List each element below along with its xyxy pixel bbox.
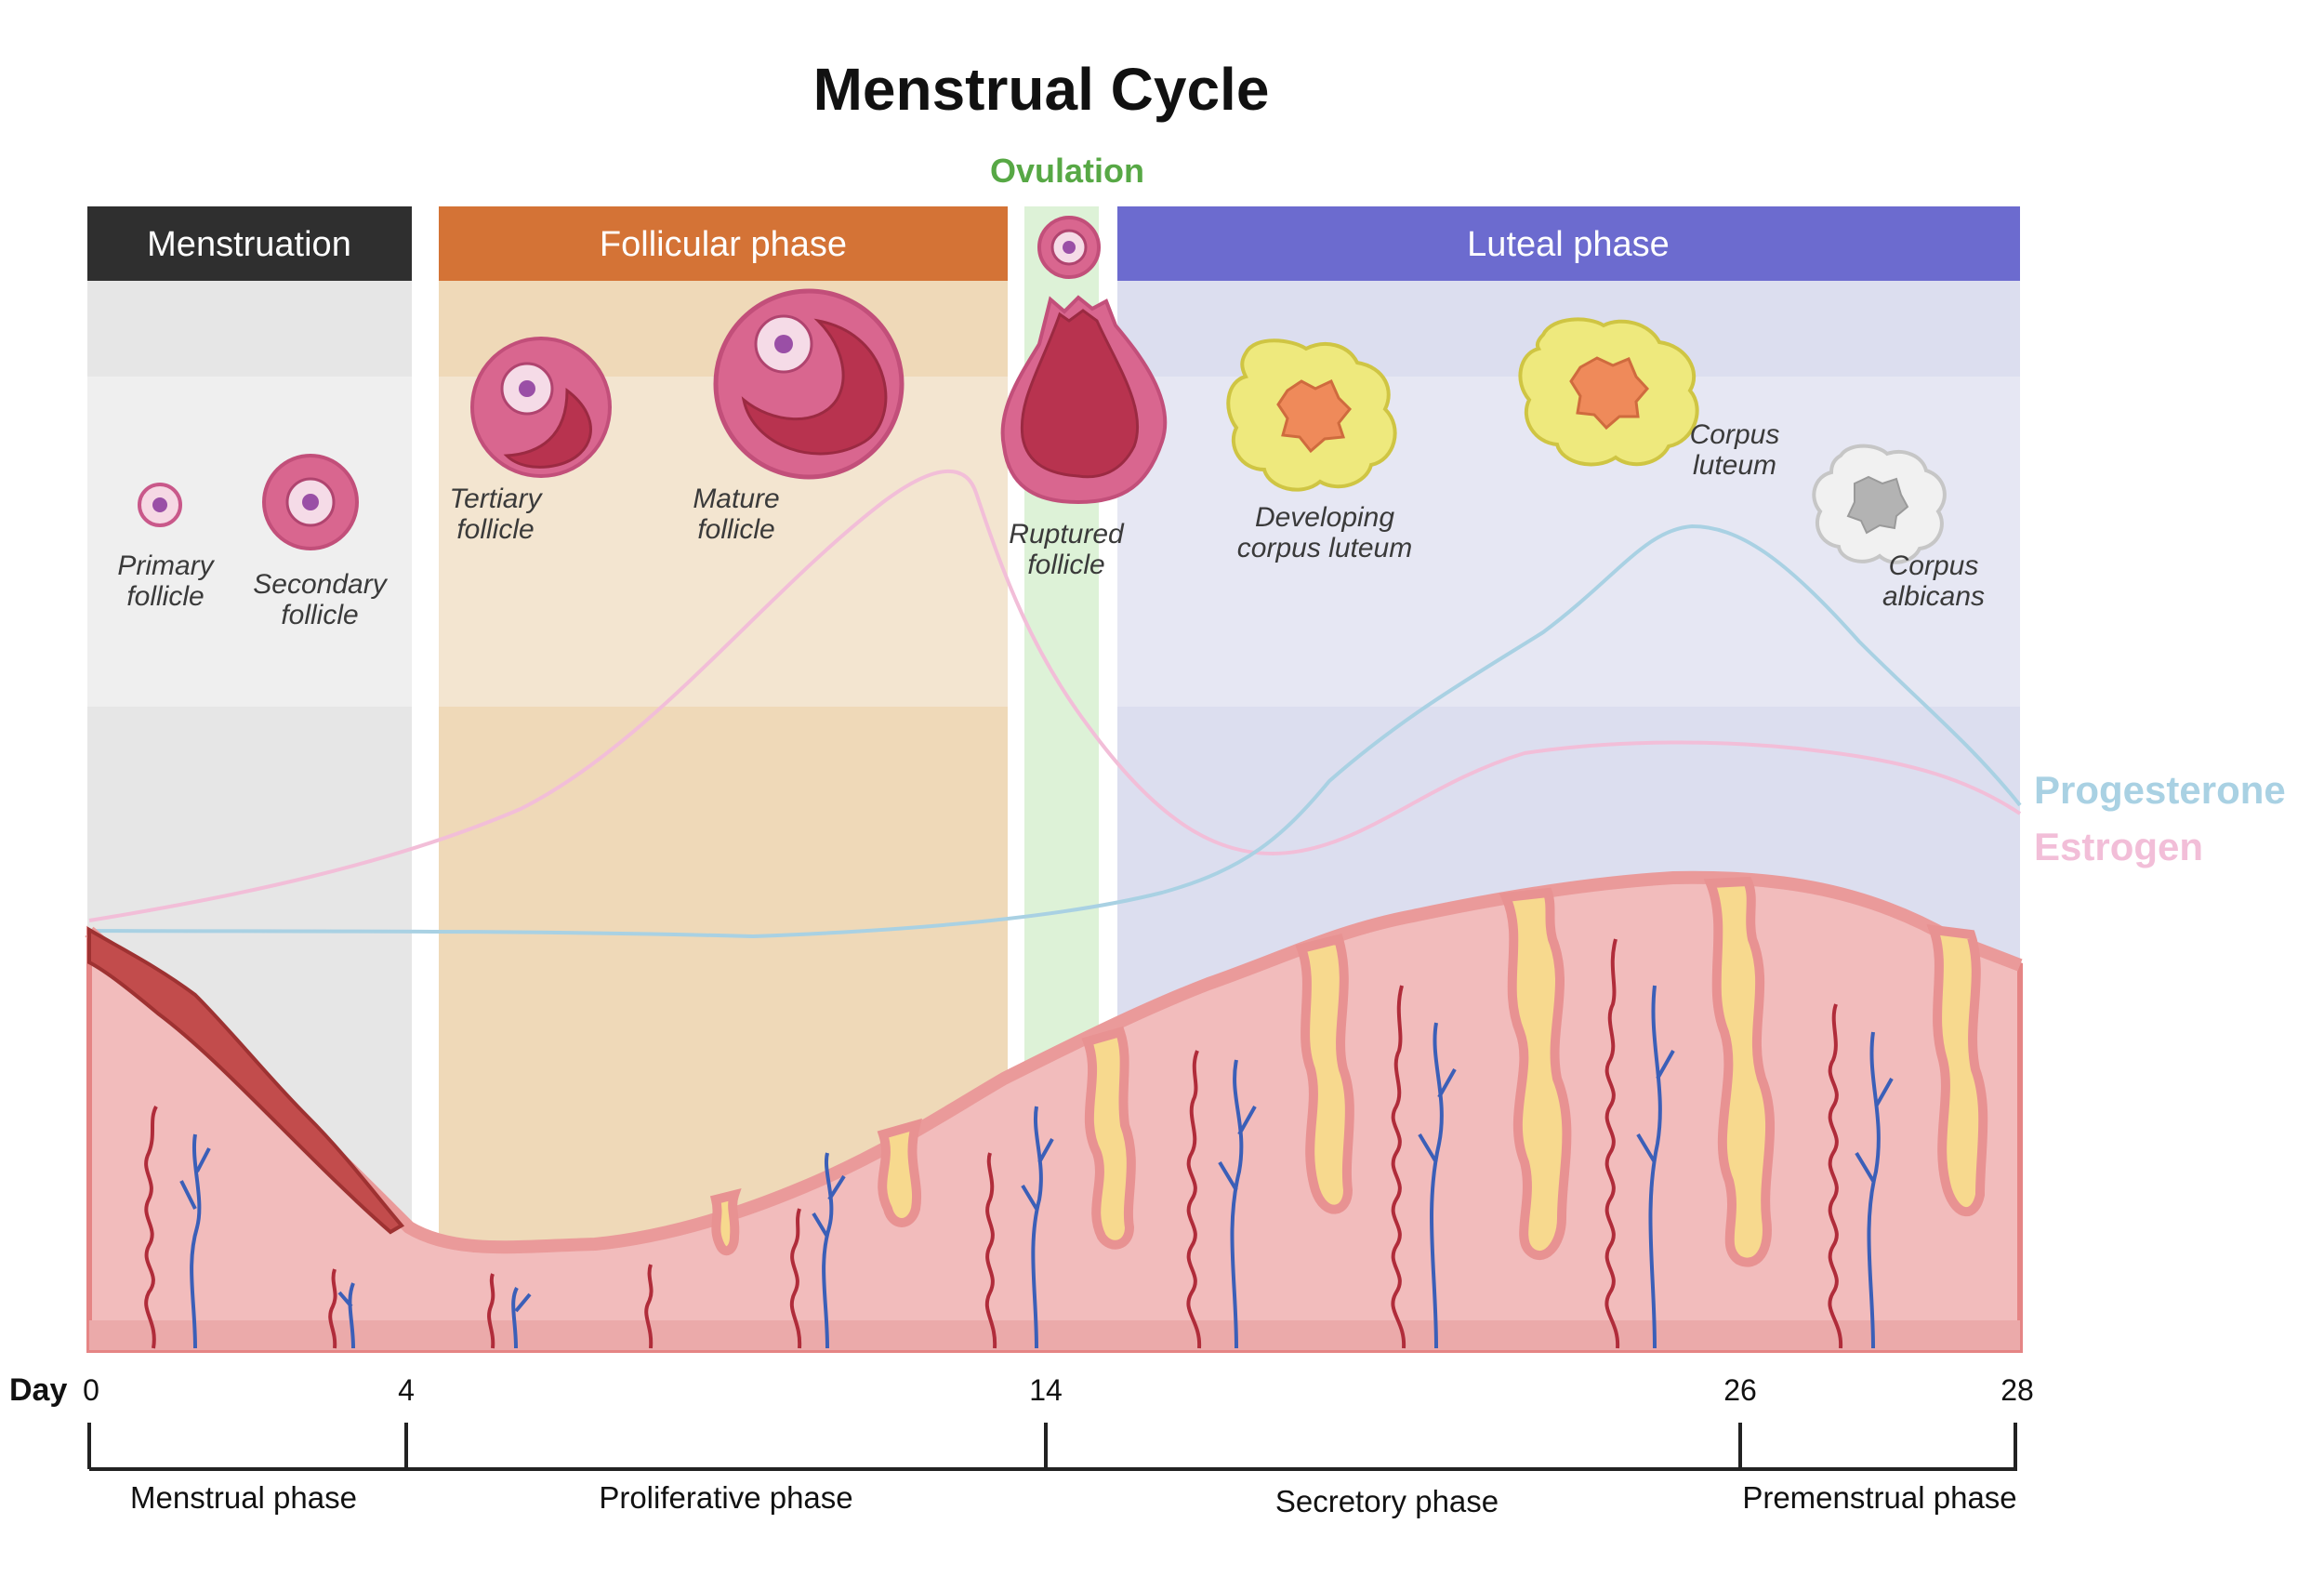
menstruation-bg-light bbox=[87, 377, 412, 707]
follicular-header bbox=[439, 206, 1008, 281]
luteal-header-label: Luteal phase bbox=[1467, 225, 1670, 264]
tick-label-4: 4 bbox=[398, 1373, 415, 1407]
proliferative-phase-label: Proliferative phase bbox=[599, 1480, 852, 1515]
page-title: Menstrual Cycle bbox=[813, 56, 1270, 123]
hormone-curves: Progesterone Estrogen bbox=[88, 469, 2286, 939]
premenstrual-phase-label: Premenstrual phase bbox=[1742, 1480, 2016, 1515]
tick-label-0: 0 bbox=[83, 1373, 99, 1407]
released-oocyte-icon bbox=[1037, 216, 1101, 279]
endometrial-glands bbox=[709, 876, 1988, 1267]
estrogen-curve bbox=[88, 469, 2022, 922]
luteal-header bbox=[1117, 206, 2020, 281]
primary-follicle-icon bbox=[138, 483, 182, 527]
progesterone-curve bbox=[88, 523, 2022, 939]
ovulation-label: Ovulation bbox=[990, 152, 1144, 190]
progesterone-label: Progesterone bbox=[2034, 768, 2286, 812]
basal-layer bbox=[89, 1320, 2020, 1350]
estrogen-label: Estrogen bbox=[2034, 825, 2203, 868]
phase-headers: Menstruation Follicular phase Luteal pha… bbox=[87, 206, 2020, 281]
secretory-phase-label: Secretory phase bbox=[1275, 1484, 1499, 1518]
endometrial-veins bbox=[179, 985, 1894, 1349]
menstruation-header bbox=[87, 206, 412, 281]
corpus-luteum-icon bbox=[1518, 317, 1699, 467]
shedding-layer bbox=[87, 926, 405, 1235]
menstruation-header-label: Menstruation bbox=[147, 225, 351, 264]
endometrium bbox=[85, 870, 2023, 1353]
day-axis-label: Day bbox=[9, 1372, 67, 1408]
tick-label-26: 26 bbox=[1723, 1373, 1757, 1407]
spiral-arteries bbox=[144, 938, 1843, 1349]
developing-corpus-luteum-icon bbox=[1226, 338, 1397, 492]
mature-follicle-icon bbox=[713, 288, 905, 480]
follicle-illustrations bbox=[138, 216, 1947, 564]
tertiary-follicle-icon bbox=[470, 337, 612, 478]
tick-label-14: 14 bbox=[1029, 1373, 1063, 1407]
corpus-albicans-icon bbox=[1812, 444, 1947, 564]
tick-label-28: 28 bbox=[2000, 1373, 2034, 1407]
menstrual-phase-label: Menstrual phase bbox=[130, 1480, 357, 1515]
day-axis: Day 0 4 14 26 28 Menstrual phase Prolife… bbox=[9, 1372, 2034, 1518]
ruptured-follicle-icon bbox=[1000, 295, 1168, 505]
follicular-header-label: Follicular phase bbox=[600, 225, 847, 264]
secondary-follicle-icon bbox=[262, 454, 359, 550]
